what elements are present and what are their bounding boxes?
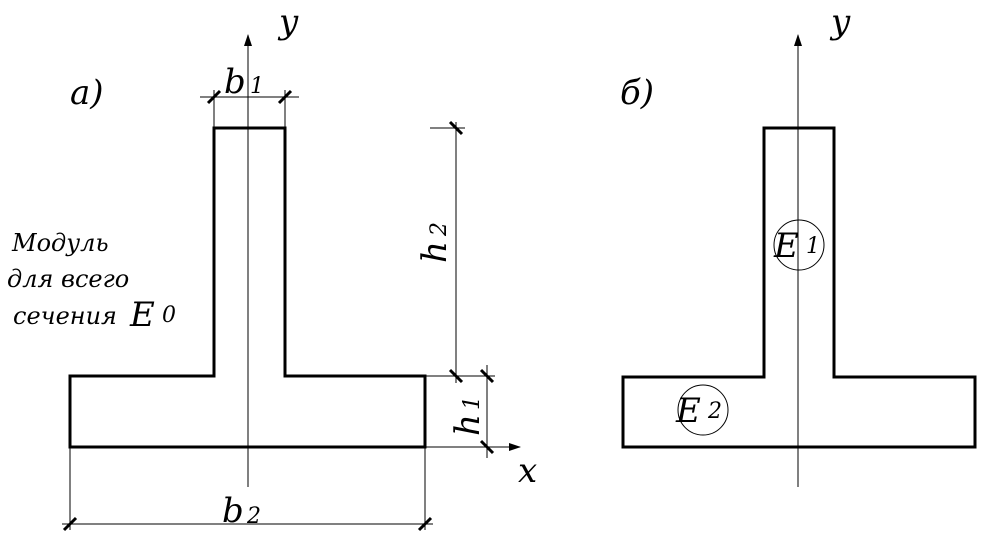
h1-label: h (448, 414, 488, 436)
dimension-b1: b 1 (200, 62, 299, 128)
b2-subscript: 2 (246, 504, 261, 529)
dimension-b2: b 2 (62, 447, 433, 532)
note-e0-label: E (129, 295, 155, 335)
e1-subscript: 1 (806, 234, 820, 259)
t-section-outline-b (621, 126, 977, 449)
y-axis-label-b: y (829, 2, 851, 42)
x-axis-label-a: x (518, 451, 537, 491)
modulus-note: Модуль для всего сечения E 0 (7, 229, 176, 335)
note-line-3: сечения (13, 302, 117, 330)
note-e0-subscript: 0 (162, 303, 176, 328)
note-line-2: для всего (7, 265, 129, 293)
note-line-1: Модуль (11, 229, 109, 257)
b2-label: b (222, 491, 244, 531)
e1-label: E (773, 226, 799, 266)
y-axis-label-a: y (277, 2, 299, 42)
h2-label: h (415, 241, 455, 263)
e1-circle (773, 219, 825, 271)
e2-circle (677, 384, 729, 436)
panel-a: а) y x b 1 h 2 (7, 2, 537, 532)
e2-label: E (675, 391, 701, 431)
dimension-h1: h 1 (425, 365, 495, 458)
b1-label: b (224, 62, 246, 102)
panel-a-label: а) (70, 73, 104, 113)
e2-subscript: 2 (707, 399, 722, 424)
h2-subscript: 2 (427, 222, 452, 237)
b1-subscript: 1 (250, 74, 264, 99)
panel-b: б) y E 1 E 2 (620, 2, 977, 487)
h1-subscript: 1 (460, 396, 485, 410)
dimension-h2: h 2 (415, 120, 465, 384)
panel-b-label: б) (620, 73, 654, 113)
